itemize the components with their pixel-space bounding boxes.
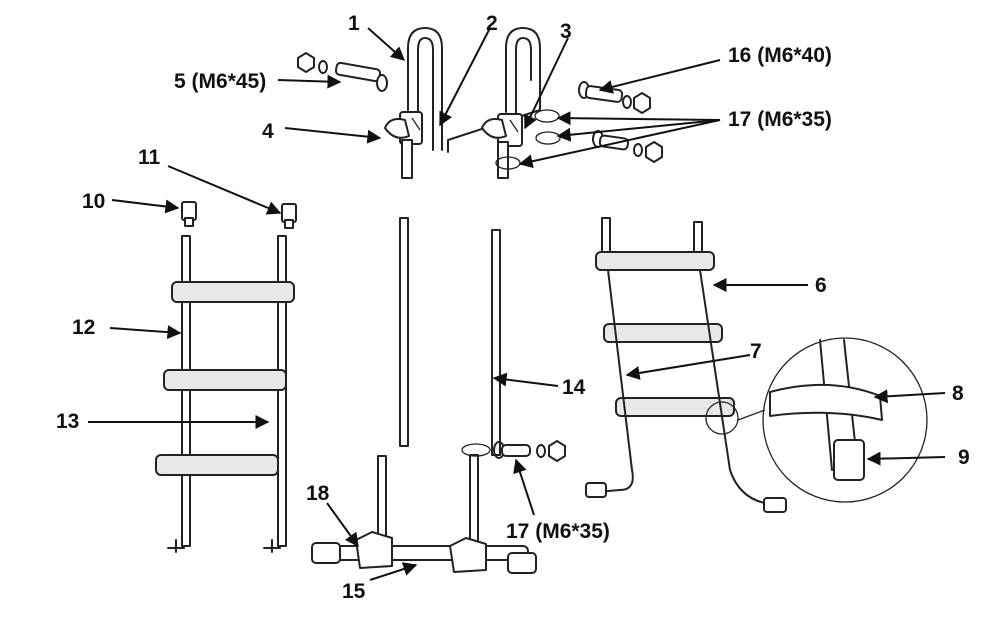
handrail-left bbox=[384, 27, 443, 179]
detail-view-8-9 bbox=[737, 337, 928, 503]
bolt-16-m6x40 bbox=[578, 81, 651, 114]
handrail-right bbox=[447, 27, 561, 179]
connector-11 bbox=[281, 203, 297, 229]
callout-2: 2 bbox=[486, 12, 498, 35]
callout-11: 11 bbox=[138, 146, 161, 169]
center-stand bbox=[311, 217, 537, 574]
callout-9: 9 bbox=[958, 446, 970, 469]
callout-17-top: 17 (M6*35) bbox=[728, 108, 832, 131]
right-ladder bbox=[585, 217, 787, 513]
bolt-5-m6x45 bbox=[297, 52, 388, 92]
callout-3: 3 bbox=[560, 20, 572, 43]
callout-8: 8 bbox=[952, 382, 964, 405]
leader-lines bbox=[88, 27, 946, 581]
connector-10 bbox=[181, 201, 197, 227]
callout-5: 5 (M6*45) bbox=[174, 70, 266, 93]
callout-6: 6 bbox=[815, 274, 827, 297]
callout-10: 10 bbox=[82, 190, 105, 213]
bolt-17-m6x35-bottom bbox=[493, 440, 566, 462]
callout-15: 15 bbox=[342, 580, 366, 603]
callout-17-bottom: 17 (M6*35) bbox=[506, 520, 610, 543]
callout-18: 18 bbox=[306, 482, 330, 505]
callout-4: 4 bbox=[262, 120, 274, 143]
callout-14: 14 bbox=[562, 376, 586, 399]
callout-16: 16 (M6*40) bbox=[728, 44, 832, 67]
callout-7: 7 bbox=[750, 340, 762, 363]
callout-13: 13 bbox=[56, 410, 79, 433]
callout-1: 1 bbox=[348, 12, 360, 35]
callout-labels: 1 2 3 4 5 (M6*45) 6 7 8 9 10 11 12 13 14… bbox=[56, 12, 970, 603]
callout-12: 12 bbox=[72, 316, 95, 339]
left-ladder bbox=[155, 235, 295, 553]
